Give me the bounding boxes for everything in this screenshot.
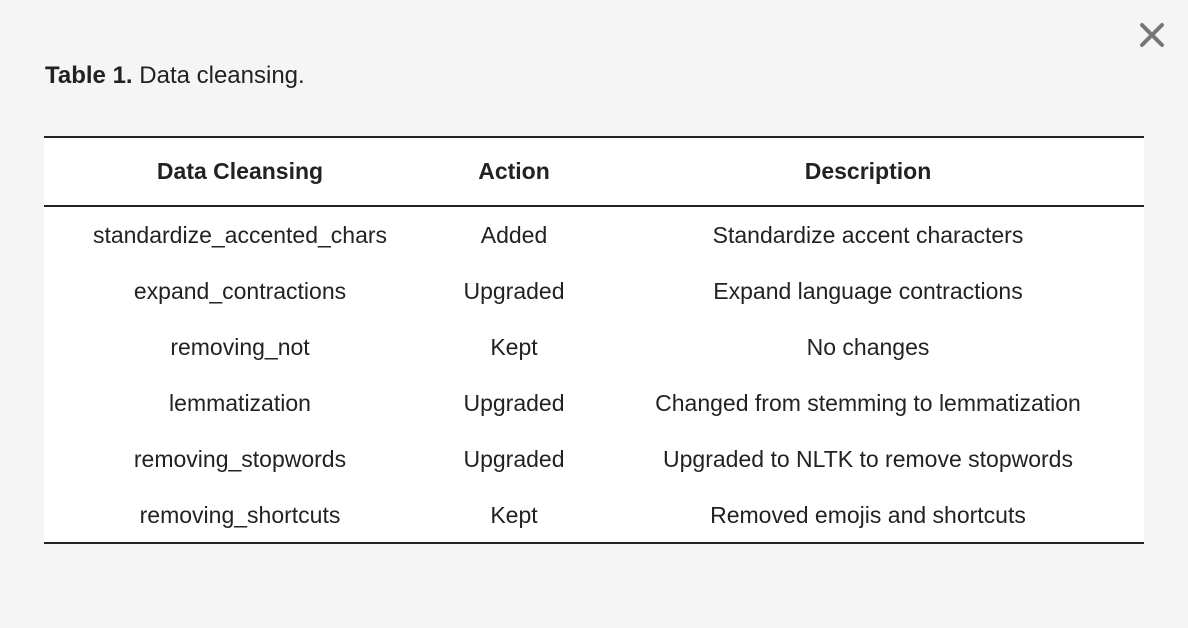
data-table-container: Data Cleansing Action Description standa… <box>44 136 1144 544</box>
cell-action: Upgraded <box>463 389 565 416</box>
table-caption-text: Data cleansing. <box>139 62 305 89</box>
cell-description: Upgraded to NLTK to remove stopwords <box>663 445 1073 472</box>
cell-description: No changes <box>806 333 930 360</box>
table-row: expand_contractions Upgraded Expand lang… <box>44 263 1144 319</box>
cell-data-cleansing: lemmatization <box>169 389 311 416</box>
cell-data-cleansing: removing_shortcuts <box>139 501 341 528</box>
table-row: removing_shortcuts Kept Removed emojis a… <box>44 487 1144 543</box>
close-icon <box>1140 23 1164 47</box>
cell-action: Upgraded <box>463 445 565 472</box>
table-row: removing_not Kept No changes <box>44 319 1144 375</box>
cell-data-cleansing: expand_contractions <box>133 277 347 304</box>
table-header-row: Data Cleansing Action Description <box>44 138 1144 207</box>
cell-action: Added <box>480 221 548 248</box>
table-caption: Table 1. Data cleansing. <box>45 61 305 91</box>
close-button[interactable] <box>1136 19 1168 51</box>
column-header-data-cleansing: Data Cleansing <box>44 138 436 207</box>
cell-description: Expand language contractions <box>713 277 1023 304</box>
cell-description: Removed emojis and shortcuts <box>710 501 1026 528</box>
data-table: Data Cleansing Action Description standa… <box>44 138 1144 543</box>
cell-data-cleansing: removing_stopwords <box>133 445 347 472</box>
table-row: removing_stopwords Upgraded Upgraded to … <box>44 431 1144 487</box>
cell-data-cleansing: standardize_accented_chars <box>92 221 388 248</box>
cell-action: Kept <box>490 333 538 360</box>
table-row: lemmatization Upgraded Changed from stem… <box>44 375 1144 431</box>
cell-description: Standardize accent characters <box>712 221 1024 248</box>
column-header-action: Action <box>436 138 592 207</box>
table-row: standardize_accented_chars Added Standar… <box>44 206 1144 263</box>
cell-description: Changed from stemming to lemmatization <box>655 389 1081 416</box>
cell-data-cleansing: removing_not <box>170 333 310 360</box>
cell-action: Upgraded <box>463 277 565 304</box>
cell-action: Kept <box>490 501 538 528</box>
table-caption-label: Table 1. <box>45 62 133 89</box>
column-header-description: Description <box>592 138 1144 207</box>
